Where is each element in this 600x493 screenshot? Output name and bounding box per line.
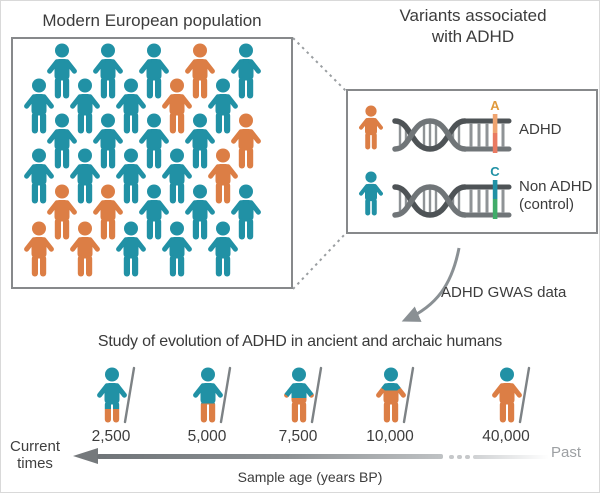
right-panel-title: Variants associated with ADHD <box>353 5 593 48</box>
zoom-connector-top <box>292 37 347 92</box>
sample-age-label: 7,500 <box>278 428 318 445</box>
population-person-icon <box>64 78 106 134</box>
population-person-icon <box>87 43 129 99</box>
population-person-icon <box>179 184 221 240</box>
timeline-current-line2: times <box>17 455 53 473</box>
population-person-icon <box>87 184 129 240</box>
population-person-icon <box>18 221 60 277</box>
population-person-icon <box>179 113 221 169</box>
ancient-human-figure <box>89 365 139 425</box>
population-person-icon <box>202 78 244 134</box>
right-panel-title-line1: Variants associated <box>399 6 547 25</box>
population-person-icon <box>133 184 175 240</box>
population-person-icon <box>18 148 60 204</box>
sample-age-label: 40,000 <box>482 428 530 445</box>
population-person-icon <box>156 148 198 204</box>
population-person-icon <box>225 43 267 99</box>
population-person-icon <box>41 184 83 240</box>
spear-icon <box>402 366 415 424</box>
population-person-icon <box>225 113 267 169</box>
timeline-arrowhead-icon <box>73 448 98 464</box>
timeline-current-line1: Current <box>9 438 61 455</box>
spear-icon <box>123 366 136 424</box>
variant-row-adhd: A ADHD <box>348 98 596 162</box>
timeline-faded-segment <box>473 454 549 459</box>
sample-age-label: 2,500 <box>91 428 131 445</box>
timeline-dot <box>457 454 462 459</box>
variants-box: A ADHD C Non ADHD (control) <box>346 89 598 234</box>
timeline-past-label: Past <box>551 444 582 461</box>
population-person-icon <box>110 221 152 277</box>
population-person-icon <box>41 43 83 99</box>
right-panel-title-line2: with ADHD <box>431 27 515 47</box>
dna-helix-non-adhd-icon: C <box>391 164 513 228</box>
spear-icon <box>518 366 531 424</box>
timeline-dot <box>465 454 470 459</box>
timeline-shaft <box>97 454 443 459</box>
left-panel-title: Modern European population <box>42 11 262 30</box>
ancient-human-figure <box>368 365 418 425</box>
allele-letter: A <box>490 99 500 113</box>
ancient-human-figure <box>276 365 326 425</box>
timeline-axis-label: Sample age (years BP) <box>237 469 383 485</box>
non-adhd-person-icon <box>355 171 387 221</box>
zoom-connector-bottom <box>292 232 347 290</box>
population-person-icon <box>225 184 267 240</box>
adhd-person-icon <box>355 105 387 155</box>
study-heading: Study of evolution of ADHD in ancient an… <box>97 333 503 350</box>
population-person-icon <box>64 148 106 204</box>
population-person-icon <box>18 78 60 134</box>
population-person-icon <box>156 78 198 134</box>
gwas-arrow-label: ADHD GWAS data <box>441 284 567 301</box>
population-person-icon <box>110 78 152 134</box>
population-person-icon <box>64 221 106 277</box>
population-person-icon <box>110 148 152 204</box>
ancient-human-figure <box>185 365 235 425</box>
sample-age-label: 5,000 <box>187 428 227 445</box>
spear-icon <box>219 366 232 424</box>
population-person-icon <box>133 113 175 169</box>
timeline-current-label: Current times <box>3 438 67 473</box>
timeline-dot <box>449 454 454 459</box>
sample-age-label: 10,000 <box>366 428 414 445</box>
allele-letter: C <box>490 165 500 179</box>
population-box <box>11 37 293 289</box>
non-adhd-label-line1: Non ADHD <box>519 178 593 196</box>
population-person-icon <box>179 43 221 99</box>
variant-row-non-adhd: C Non ADHD (control) <box>348 164 596 228</box>
spear-icon <box>310 366 323 424</box>
non-adhd-label: Non ADHD (control) <box>519 178 592 213</box>
population-person-icon <box>133 43 175 99</box>
population-person-icon <box>87 113 129 169</box>
non-adhd-label-line2: (control) <box>519 196 575 213</box>
population-person-icon <box>156 221 198 277</box>
dna-helix-adhd-icon: A <box>391 98 513 162</box>
population-person-icon <box>202 148 244 204</box>
population-person-icon <box>202 221 244 277</box>
population-person-icon <box>41 113 83 169</box>
ancient-human-figure <box>484 365 534 425</box>
adhd-label: ADHD <box>519 121 562 139</box>
